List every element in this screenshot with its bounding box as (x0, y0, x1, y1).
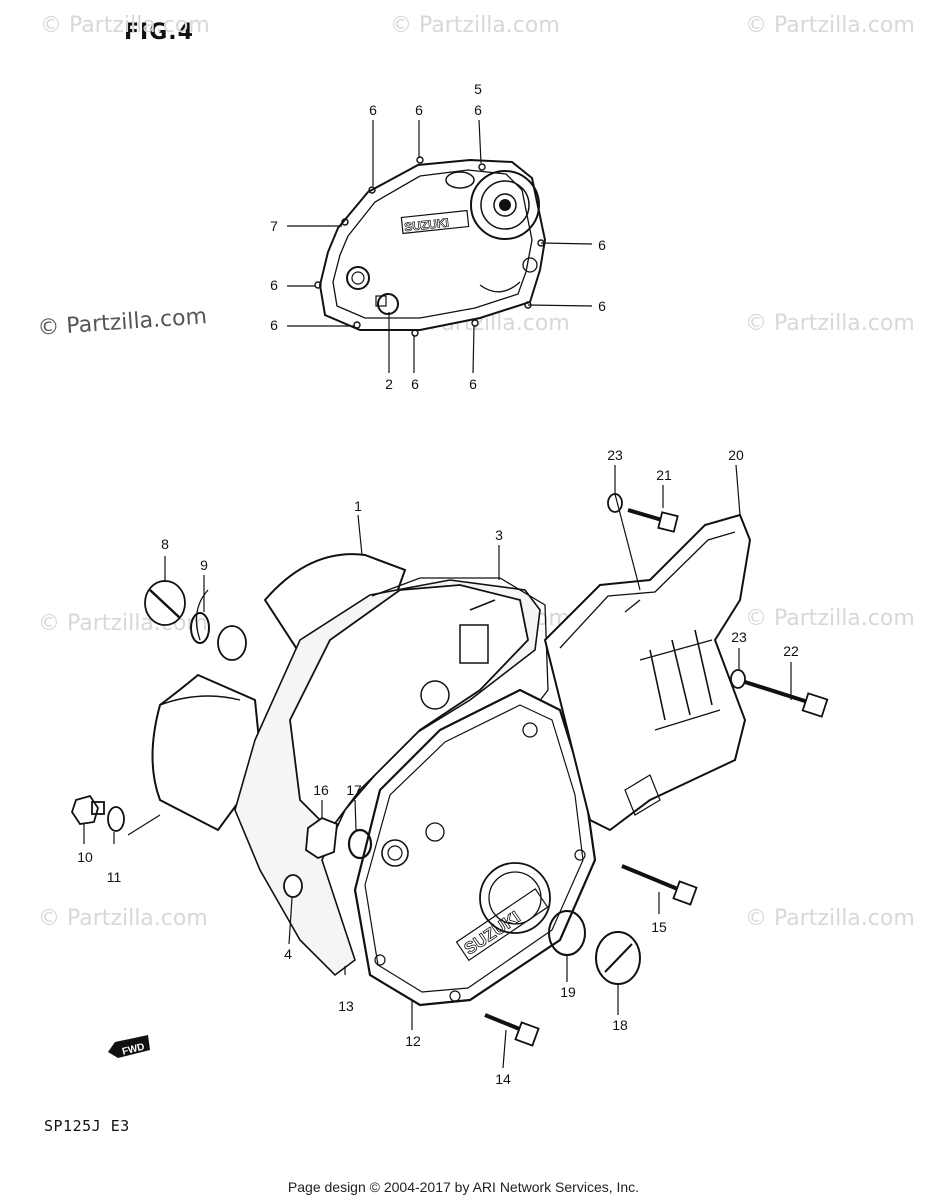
forward-direction-badge (108, 1035, 150, 1058)
callout-label: 6 (474, 102, 482, 118)
leader-lines (83, 119, 792, 1069)
figure-title: FIG.4 (124, 20, 194, 45)
callout-label: 17 (346, 782, 362, 798)
callout-label: 3 (495, 527, 503, 543)
callout-label: 15 (651, 919, 667, 935)
watermark: © Partzilla.com (745, 606, 915, 631)
watermark: © Partzilla.com (745, 906, 915, 931)
callout-label: 6 (598, 298, 606, 314)
callout-label: 8 (161, 536, 169, 552)
callout-label: 18 (612, 1017, 628, 1033)
small-parts (71, 493, 829, 1047)
callout-label: 9 (200, 557, 208, 573)
watermark: © Partzilla.com (390, 13, 560, 38)
callout-label: 2 (385, 376, 393, 392)
callout-numbers: 5 6 6 6 7 6 6 6 6 2 6 6 23 21 20 1 3 8 9… (77, 81, 799, 1087)
callout-label: 11 (107, 869, 122, 885)
callout-label: 10 (77, 849, 93, 865)
callout-label: 6 (411, 376, 419, 392)
callout-label: 22 (783, 643, 799, 659)
watermark: © Partzilla.com (40, 13, 210, 38)
callout-label: 20 (728, 447, 744, 463)
model-code: SP125J E3 (44, 1117, 130, 1135)
callout-label: 1 (354, 498, 362, 514)
callout-label: 4 (284, 946, 292, 962)
clutch-cover-drawing (314, 156, 547, 337)
page-footer: Page design © 2004-2017 by ARI Network S… (287, 1179, 640, 1195)
callout-label: 16 (313, 782, 329, 798)
callout-label: 6 (469, 376, 477, 392)
callout-label: 19 (560, 984, 576, 1000)
callout-label: 23 (731, 629, 747, 645)
watermark: © Partzilla.com (37, 304, 208, 341)
callout-label: 5 (474, 81, 482, 97)
callout-label: 6 (598, 237, 606, 253)
callout-label: 6 (415, 102, 423, 118)
callout-label: 12 (405, 1033, 421, 1049)
callout-label: 7 (270, 218, 278, 234)
callout-label: 23 (607, 447, 623, 463)
callout-label: 6 (369, 102, 377, 118)
callout-label: 13 (338, 998, 354, 1014)
forward-direction-label: FWD (121, 1042, 146, 1058)
callout-label: 6 (270, 277, 278, 293)
watermark: © Partzilla.com (745, 311, 915, 336)
callout-label: 14 (495, 1071, 511, 1087)
callout-label: 6 (270, 317, 278, 333)
crankcase-drawing (151, 553, 597, 1007)
callout-label: 21 (656, 467, 672, 483)
watermark: © Partzilla.com (38, 906, 208, 931)
sprocket-cover-drawing (543, 513, 752, 832)
upper-cover-logo: SUZUKI (404, 216, 450, 235)
watermark: © Partzilla.com (745, 13, 915, 38)
